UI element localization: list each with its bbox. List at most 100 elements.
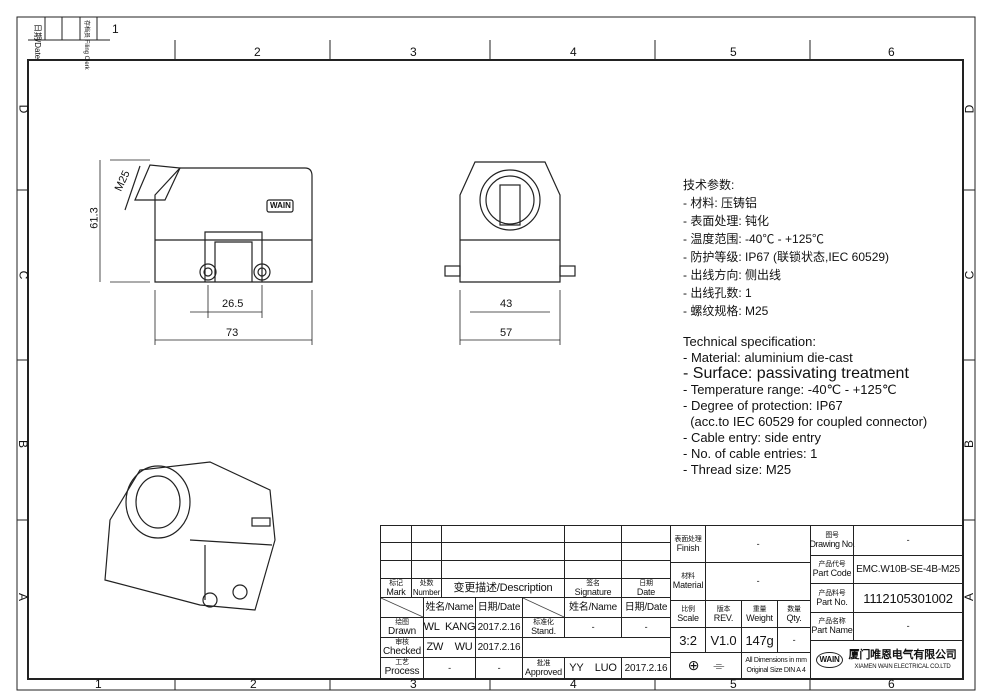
zone-top-4: 4	[570, 45, 577, 59]
approved-name: YY LUO	[564, 657, 622, 679]
process-cn: 工艺	[395, 659, 409, 666]
process-name: -	[423, 657, 476, 679]
dim-hole-spacing-side: 26.5	[222, 298, 244, 310]
spec-en-item: - Cable entry: side entry	[683, 430, 822, 445]
zone-side-c: C	[16, 270, 31, 280]
drawn-name: WL KANG	[423, 617, 476, 638]
stand-en: Stand.	[531, 626, 556, 636]
qty-value: -	[777, 627, 811, 653]
stand-date: -	[621, 617, 671, 638]
qty-en: Qty.	[786, 612, 802, 623]
empty-cell	[564, 542, 622, 561]
approved-date: 2017.2.16	[621, 657, 671, 679]
number-label: Number	[412, 587, 441, 597]
dim-width-front: 57	[500, 327, 513, 339]
part-name-cn: 产品名称	[818, 618, 846, 625]
drawing-no-cn: 图号	[825, 532, 839, 539]
spec-en-item: - Thread size: M25	[683, 462, 792, 477]
diagonal-cell	[522, 597, 565, 618]
zone-bottom-1: 1	[95, 677, 102, 691]
process-en: Process	[384, 666, 420, 677]
stand-cn: 标准化	[533, 619, 554, 626]
spec-cn-item: - 出线方向: 侧出线	[683, 268, 781, 282]
empty-cell	[441, 525, 565, 543]
isometric-view	[104, 461, 276, 611]
date-subheader-2: 日期/Date	[621, 597, 671, 618]
company-name-en: XIAMEN WAIN ELECTRICAL CO.LTD	[854, 663, 951, 670]
approved-cn: 批准	[536, 659, 551, 667]
part-no-cn: 产品料号	[818, 589, 846, 597]
projection-circle-icon: ⊕	[687, 657, 700, 673]
stand-name: -	[564, 617, 622, 638]
spec-en-item: - No. of cable entries: 1	[683, 446, 818, 461]
company-name-cn: 厦门唯恩电气有限公司	[848, 648, 957, 661]
spec-cn-item: - 表面处理: 钝化	[683, 214, 769, 228]
weight-en: Weight	[746, 612, 773, 623]
zone-side-a-right: A	[962, 592, 977, 602]
signature-cn: 签名	[586, 579, 600, 587]
checked-date: 2017.2.16	[475, 637, 523, 658]
spec-en-item: - Material: aluminium die-cast	[683, 350, 853, 365]
mark-cn: 标记	[389, 579, 403, 587]
part-name-value: -	[853, 612, 963, 641]
zone-bottom-5: 5	[730, 677, 737, 691]
weight-value: 147g	[741, 627, 778, 653]
dim-width-side: 73	[226, 327, 239, 339]
zone-side-d: D	[16, 104, 31, 114]
zone-top-3: 3	[410, 45, 417, 59]
zone-top-2: 2	[254, 45, 261, 59]
drawn-en: Drawn	[388, 625, 416, 637]
scale-value: 3:2	[670, 627, 706, 653]
spec-cn-item: - 防护等级: IP67 (联锁状态,IEC 60529)	[683, 250, 890, 264]
empty-cell	[621, 525, 671, 543]
scale-cn: 比例	[681, 605, 695, 613]
spec-cn-item: - 出线孔数: 1	[683, 286, 752, 300]
zone-side-c-right: C	[962, 270, 977, 280]
diagonal-cell	[380, 597, 424, 618]
rev-en: REV.	[713, 612, 734, 623]
empty-cell	[564, 560, 622, 579]
empty-cell	[441, 560, 565, 579]
zone-bottom-6: 6	[888, 677, 895, 691]
empty-cell	[621, 560, 671, 579]
technical-specification: 技术参数:- 材料: 压铸铝- 表面处理: 钝化- 温度范围: -40℃ - +…	[683, 176, 927, 478]
empty-cell	[564, 525, 622, 543]
side-view	[99, 159, 313, 345]
units-note-text: All Dimensions in mm	[745, 656, 807, 664]
empty-cell	[411, 542, 442, 561]
approved-en: Approved	[525, 666, 562, 677]
finish-en: Finish	[676, 542, 700, 553]
process-date: -	[475, 657, 523, 679]
date-subheader: 日期/Date	[475, 597, 523, 618]
drawn-date: 2017.2.16	[475, 617, 523, 638]
qty-cn: 数量	[787, 605, 801, 613]
material-en: Material	[672, 580, 704, 590]
spec-en-item: - Surface: passivating treatment	[683, 365, 909, 382]
mark-label: Mark	[386, 586, 406, 597]
scale-en: Scale	[677, 612, 699, 623]
number-cn: 处数	[419, 579, 434, 587]
finish-value: -	[705, 525, 811, 563]
finish-cn: 表面处理	[674, 535, 702, 543]
spec-cn-title: 技术参数:	[683, 178, 735, 192]
part-code-cn: 产品代号	[818, 561, 846, 568]
part-no-value: 1112105301002	[853, 583, 963, 613]
housing-logo: WAIN	[270, 201, 291, 210]
size-note-text: Original Size DIN A 4	[746, 666, 806, 674]
spacer	[683, 320, 927, 334]
zone-bottom-4: 4	[570, 677, 577, 691]
zone-side-b: B	[16, 439, 31, 449]
projection-symbols: ⊕⌯	[670, 652, 742, 679]
